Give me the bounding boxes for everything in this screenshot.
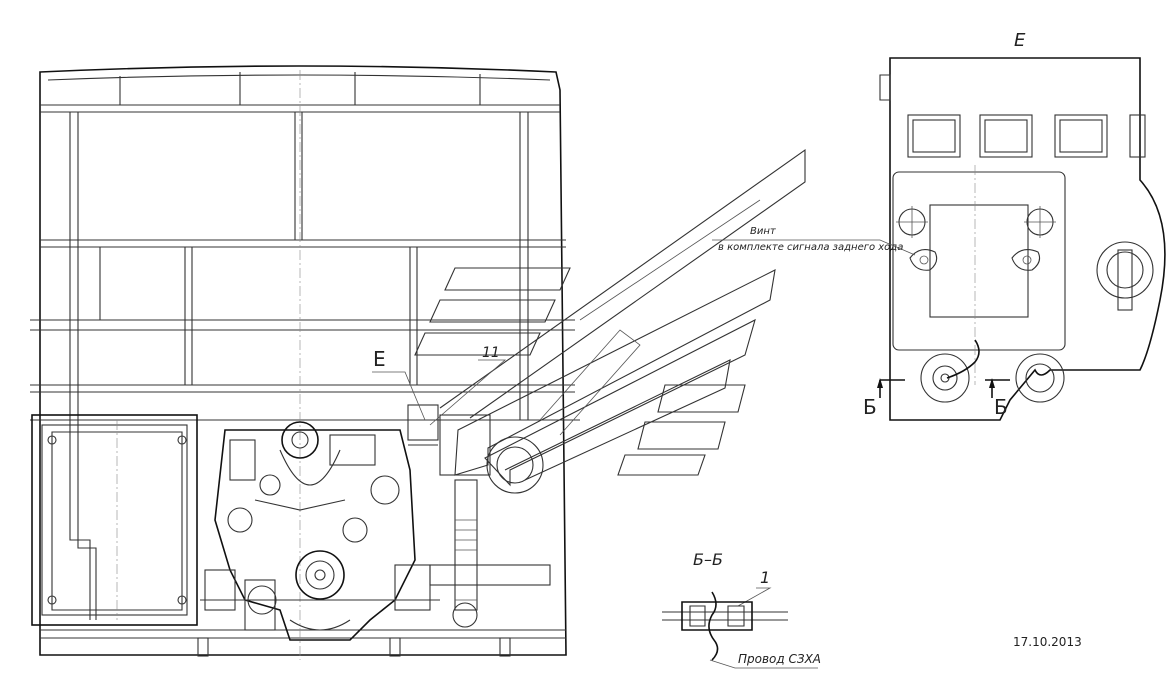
radiator (31, 414, 198, 626)
view-e-callout-label: Е (373, 347, 386, 371)
view-e-detail: Е (712, 30, 1166, 421)
section-b-b: Б–Б 1 Провод СЗХА (662, 550, 821, 669)
engine-assembly (200, 421, 440, 641)
bus-rear-frame (30, 65, 580, 660)
screw-label: Винт (750, 226, 777, 237)
wire-label: Провод СЗХА (738, 652, 821, 666)
date-stamp: 17.10.2013 (1013, 635, 1082, 649)
section-mark-right: Б (994, 395, 1008, 419)
item-1-label: 1 (760, 568, 770, 587)
view-e-title: Е (1014, 30, 1026, 51)
chevron-stripes (414, 148, 806, 487)
exhaust-components (407, 404, 551, 628)
screw-kit-label: в комплекте сигнала заднего хода (718, 242, 903, 253)
section-title: Б–Б (693, 550, 723, 569)
item-11-label: 11 (482, 345, 500, 361)
main-callouts: Е 11 (372, 345, 507, 426)
section-mark-left: Б (863, 395, 877, 419)
